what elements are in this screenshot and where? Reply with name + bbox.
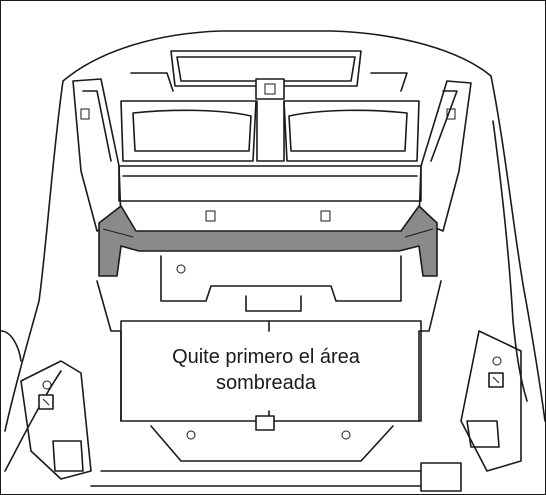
instruction-line-2: sombreada xyxy=(215,372,317,394)
right-vent xyxy=(283,100,420,162)
shaded-crossbar xyxy=(98,205,438,277)
top-vent-frame xyxy=(170,50,362,87)
left-upright xyxy=(72,78,122,232)
left-bracket xyxy=(20,360,92,480)
left-vent xyxy=(120,100,257,162)
right-upright xyxy=(418,80,472,232)
instruction-callout: Quite primero el área sombreada xyxy=(141,344,391,396)
center-panel xyxy=(120,320,422,422)
instruction-line-1: Quite primero el área xyxy=(172,346,360,368)
dashboard-outline xyxy=(4,30,545,432)
right-bracket xyxy=(460,330,522,472)
center-clip xyxy=(255,78,285,100)
